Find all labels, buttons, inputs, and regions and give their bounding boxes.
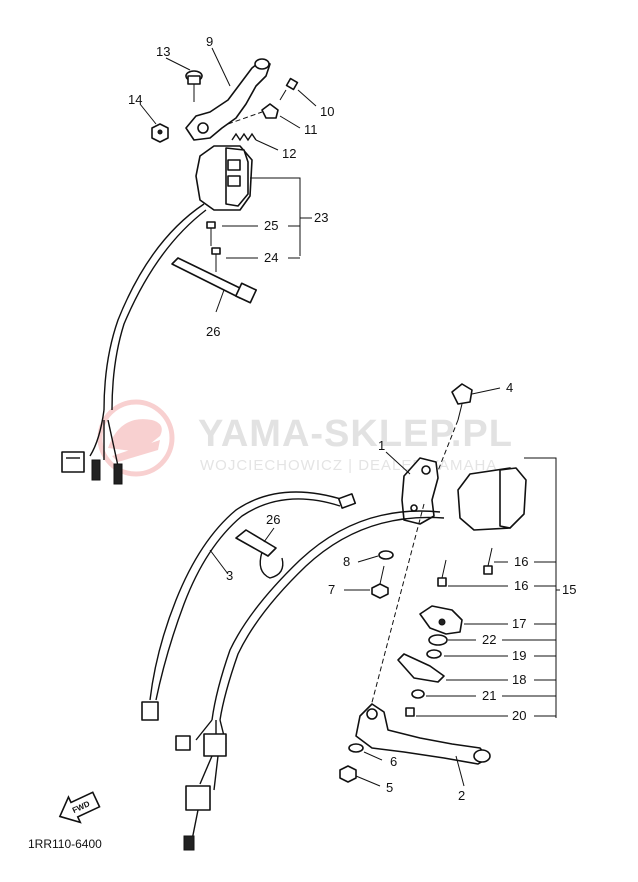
label-15: 15 xyxy=(562,582,576,597)
label-26b: 26 xyxy=(266,512,280,527)
label-11: 11 xyxy=(304,122,318,137)
label-20: 20 xyxy=(512,708,526,723)
adjuster-bolt xyxy=(279,77,317,107)
label-25: 25 xyxy=(264,218,278,233)
label-21: 21 xyxy=(482,688,496,703)
label-12: 12 xyxy=(282,146,296,161)
clutch-cable xyxy=(141,491,357,721)
switch-part-17 xyxy=(419,605,556,635)
cable-tie-lower xyxy=(235,527,284,579)
bolt-7 xyxy=(344,565,389,599)
switch-part-19 xyxy=(426,649,556,659)
label-14: 14 xyxy=(128,92,142,107)
fwd-arrow-icon: FWD xyxy=(58,791,101,824)
lever-nut xyxy=(139,103,169,143)
label-7: 7 xyxy=(328,582,335,597)
label-4: 4 xyxy=(506,380,513,395)
front-brake-lever xyxy=(355,503,491,787)
label-17: 17 xyxy=(512,616,526,631)
clutch-lever xyxy=(185,47,271,141)
label-5: 5 xyxy=(386,780,393,795)
label-1: 1 xyxy=(378,438,385,453)
lever-nut-5 xyxy=(339,765,381,787)
return-spring xyxy=(227,111,279,151)
label-22: 22 xyxy=(482,632,496,647)
label-19: 19 xyxy=(512,648,526,663)
label-10: 10 xyxy=(320,104,334,119)
lever-bracket xyxy=(385,451,439,525)
label-9: 9 xyxy=(206,34,213,49)
switch-screw-b xyxy=(437,559,556,587)
label-23: 23 xyxy=(314,210,328,225)
switch-screw-a xyxy=(483,547,556,575)
left-handlebar-switch xyxy=(195,145,312,256)
switch-part-21 xyxy=(411,689,556,699)
label-26a: 26 xyxy=(206,324,220,339)
label-18: 18 xyxy=(512,672,526,687)
cable-tie-upper xyxy=(171,257,258,313)
label-16b: 16 xyxy=(514,578,528,593)
diagram-code: 1RR110-6400 xyxy=(28,837,102,851)
label-16a: 16 xyxy=(514,554,528,569)
label-3: 3 xyxy=(226,568,233,583)
part-labels: 1 2 3 4 5 6 7 8 9 10 11 12 13 14 15 16 1… xyxy=(128,34,576,803)
upper-wire-harness xyxy=(61,203,207,485)
watermark-logo-icon xyxy=(97,399,175,477)
lever-bolt xyxy=(165,57,203,102)
washer-8 xyxy=(357,550,394,563)
label-8: 8 xyxy=(343,554,350,569)
adjuster-washer xyxy=(261,103,301,129)
right-handlebar-switch xyxy=(457,457,557,718)
watermark-subtitle: WOJCIECHOWICZ | DEALER YAMAHA xyxy=(200,457,497,474)
label-6: 6 xyxy=(390,754,397,769)
switch-part-22 xyxy=(428,634,556,646)
switch-part-20 xyxy=(405,707,556,717)
label-24: 24 xyxy=(264,250,278,265)
label-13: 13 xyxy=(156,44,170,59)
switch-screw-short xyxy=(206,221,300,246)
lower-wire-harness xyxy=(175,510,445,851)
label-2: 2 xyxy=(458,788,465,803)
switch-part-18 xyxy=(397,653,556,683)
watermark-brand: YAMA-SKLEP.PL xyxy=(198,413,513,455)
lever-washer-6 xyxy=(348,743,383,761)
switch-screw-long xyxy=(211,247,300,272)
